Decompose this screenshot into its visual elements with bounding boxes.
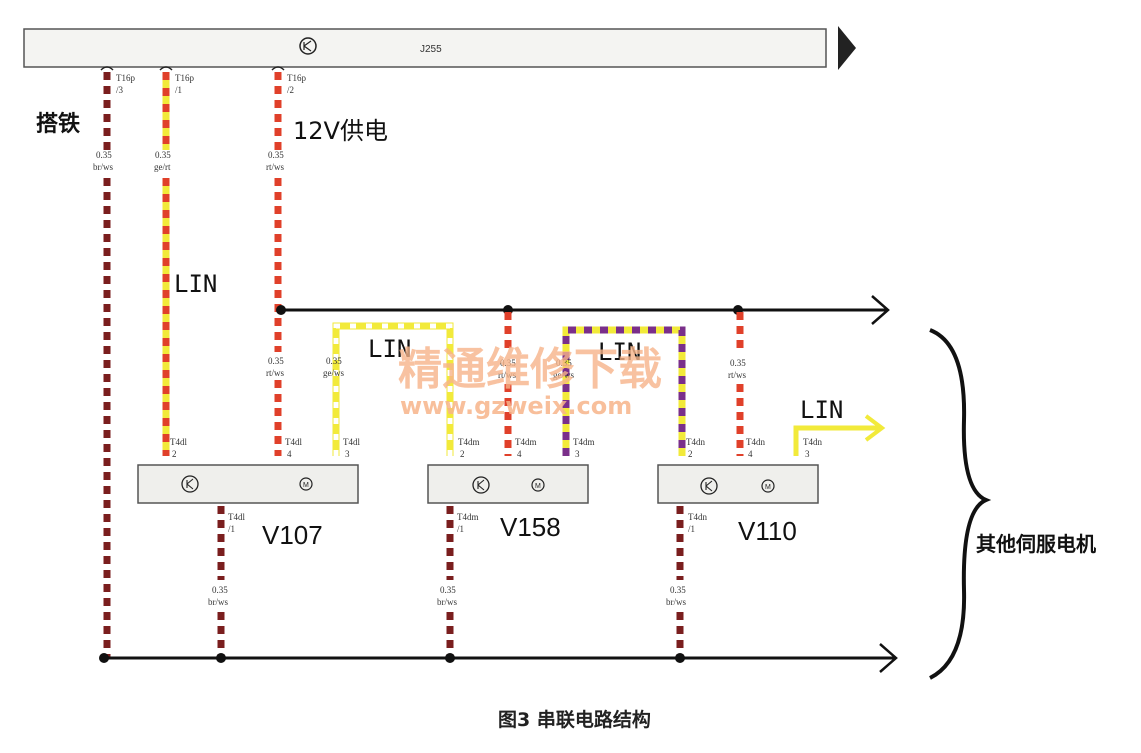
v107-pin3-num: 3: [345, 449, 350, 459]
module-v158: M T4dm 2 T4dm 4 T4dm 3 T4dm /1 V158: [427, 437, 595, 542]
v110-pin2-num: 2: [688, 449, 693, 459]
top-wire-3-gauge: 0.35: [268, 150, 284, 160]
v107-pin4-num: 4: [287, 449, 292, 459]
lin-wire-v107-v158: [332, 322, 454, 456]
top-pin-1-conn: T16p: [116, 73, 135, 83]
supply-label: 12V供电: [293, 117, 388, 145]
v158-pin3-conn: T4dm: [573, 437, 595, 447]
servo-brace: [929, 328, 992, 680]
module-v107: M T4dl 2 T4dl 4 T4dl 3 T4dl /1 V107: [137, 437, 360, 550]
lin-label-v107-v158: LIN: [368, 335, 411, 363]
v107-lin-gauge: 0.35: [326, 356, 342, 366]
mid-wire-labels: 0.35 rt/ws 0.35 ge/ws 0.35 rt/ws 0.35 ge…: [266, 356, 746, 380]
module-ground-wires: 0.35 br/ws 0.35 br/ws 0.35 br/ws: [208, 506, 686, 657]
v158-supply-color: rt/ws: [498, 370, 516, 380]
v107-pin3-conn: T4dl: [343, 437, 360, 447]
svg-text:M: M: [303, 482, 309, 489]
v158-pin1-conn: T4dm: [457, 512, 479, 522]
ground-bus: [99, 643, 898, 673]
motor-icon: [531, 478, 545, 492]
v110-pin4-num: 4: [748, 449, 753, 459]
supply-drops: [504, 312, 744, 456]
transistor-icon: [299, 37, 317, 55]
v107-ground-color: br/ws: [208, 597, 228, 607]
v158-pin2-num: 2: [460, 449, 465, 459]
v110-pin3-num: 3: [805, 449, 810, 459]
transistor-icon: [472, 476, 490, 494]
lin-label-v158-v110: LIN: [598, 338, 641, 366]
top-wire-1-color: br/ws: [93, 162, 113, 172]
motor-icon: [299, 477, 313, 491]
top-wire-2-color: ge/rt: [154, 162, 171, 172]
module-v110: M T4dn 2 T4dn 4 T4dn 3 T4dn /1 V110: [657, 437, 822, 546]
v110-supply-gauge: 0.35: [730, 358, 746, 368]
supply-bus: [276, 295, 890, 325]
top-pin-2-conn: T16p: [175, 73, 194, 83]
other-servos-label: 其他伺服电机: [976, 532, 1096, 556]
v110-label: V110: [738, 516, 797, 546]
v107-pin4-conn: T4dl: [285, 437, 302, 447]
v158-pin4-conn: T4dm: [515, 437, 537, 447]
v107-pin2-conn: T4dl: [170, 437, 187, 447]
top-pin-1-num: /3: [116, 85, 124, 95]
top-pin-3-conn: T16p: [287, 73, 306, 83]
v110-ground-color: br/ws: [666, 597, 686, 607]
v110-pin1-conn: T4dn: [688, 512, 707, 522]
v158-lin-gauge: 0.35: [556, 358, 572, 368]
top-wire-1-gauge: 0.35: [96, 150, 112, 160]
v110-ground-gauge: 0.35: [670, 585, 686, 595]
svg-text:M: M: [765, 484, 771, 491]
transistor-icon: [700, 477, 718, 495]
lin-wire-v158-v110: [562, 326, 686, 456]
v107-pin1-conn: T4dl: [228, 512, 245, 522]
v158-label: V158: [500, 512, 561, 542]
top-pins: T16p /3 0.35 br/ws T16p /1 0.35 ge/rt T1…: [93, 66, 306, 172]
v158-supply-gauge: 0.35: [500, 358, 516, 368]
v110-pin2-conn: T4dn: [686, 437, 705, 447]
v107-supply-gauge: 0.35: [268, 356, 284, 366]
v107-supply-color: rt/ws: [266, 368, 284, 378]
figure-caption: 图3 串联电路结构: [498, 708, 651, 731]
v158-ground-gauge: 0.35: [440, 585, 456, 595]
top-wire-2-gauge: 0.35: [155, 150, 171, 160]
top-wire-3-color: rt/ws: [266, 162, 284, 172]
v107-lin-color: ge/ws: [323, 368, 344, 378]
v158-pin1-num: /1: [457, 524, 464, 534]
top-pin-3-num: /2: [287, 85, 294, 95]
lin-wire-out: [793, 414, 886, 456]
bus-label: J255: [420, 44, 442, 55]
watermark-cn: 精通维修下载: [398, 344, 662, 395]
v110-pin4-conn: T4dn: [746, 437, 765, 447]
v107-pin1-num: /1: [228, 524, 235, 534]
lin-label-main: LIN: [174, 270, 217, 298]
v107-label: V107: [262, 520, 323, 550]
top-pin-2-num: /1: [175, 85, 182, 95]
motor-icon: [761, 479, 775, 493]
v158-ground-color: br/ws: [437, 597, 457, 607]
v158-lin-color: ge/ws: [553, 370, 574, 380]
transistor-icon: [181, 475, 199, 493]
svg-text:M: M: [535, 483, 541, 490]
j255-bus: J255: [23, 26, 856, 70]
ground-label: 搭铁: [36, 111, 80, 137]
v107-ground-gauge: 0.35: [212, 585, 228, 595]
v158-pin3-num: 3: [575, 449, 580, 459]
v158-pin4-num: 4: [517, 449, 522, 459]
v110-pin3-conn: T4dn: [803, 437, 822, 447]
lin-label-out: LIN: [800, 396, 843, 424]
v110-supply-color: rt/ws: [728, 370, 746, 380]
watermark-url: www.gzweix.com: [400, 392, 632, 420]
v158-pin2-conn: T4dm: [458, 437, 480, 447]
v110-pin1-num: /1: [688, 524, 695, 534]
v107-pin2-num: 2: [172, 449, 177, 459]
